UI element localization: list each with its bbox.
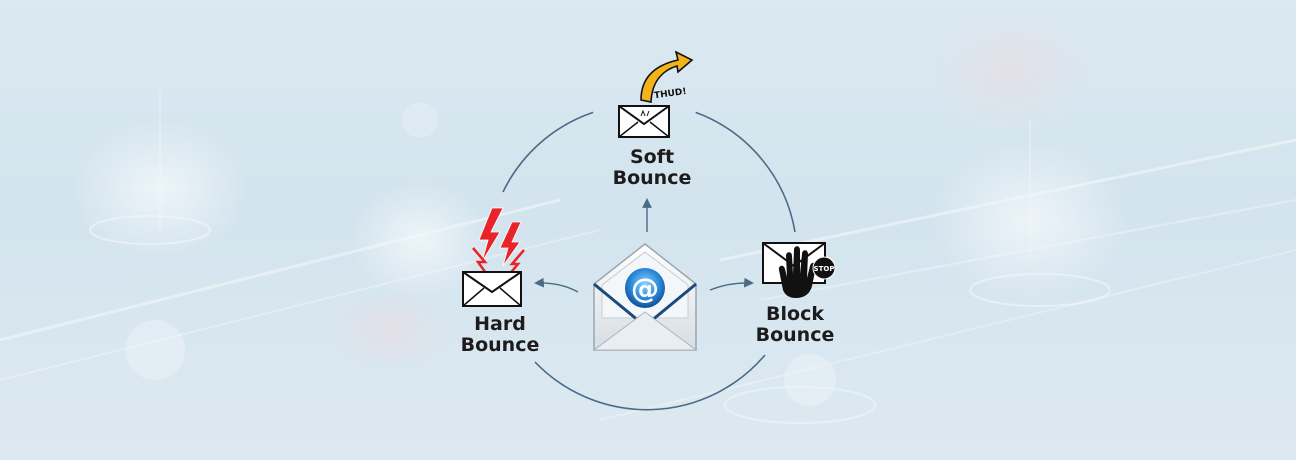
hard-bounce-line2: Bounce [460, 334, 540, 356]
soft-bounce-label: Soft Bounce [602, 147, 702, 189]
block-bounce-line1: Block [766, 303, 824, 325]
lightning-bolt-icon [478, 207, 504, 263]
envelope-lightning-icon [462, 207, 525, 307]
cycle-circle [502, 111, 796, 411]
envelope-stop-hand-icon: STOP [762, 242, 836, 298]
hard-bounce-line1: Hard [474, 313, 526, 335]
stop-sign-icon [812, 256, 836, 280]
soft-bounce-line2: Bounce [612, 167, 692, 189]
email-at-envelope-icon: @ [592, 243, 698, 351]
bounce-arrow-icon [640, 50, 694, 103]
block-bounce-line2: Bounce [755, 324, 835, 346]
hard-bounce-label: Hard Bounce [450, 314, 550, 356]
connector-arrows [534, 198, 754, 293]
at-symbol: @ [631, 272, 659, 305]
block-bounce-label: Block Bounce [745, 304, 845, 346]
soft-bounce-line1: Soft [629, 146, 675, 168]
envelope-bounce-arrow-icon: THUD! [618, 50, 694, 138]
stop-sign-text: STOP [814, 265, 835, 273]
thud-text: THUD! [654, 87, 688, 101]
arrow-to-hard [534, 277, 579, 293]
background-network [0, 10, 1296, 424]
arrow-to-block [709, 277, 754, 291]
stop-hand-icon [778, 246, 817, 298]
